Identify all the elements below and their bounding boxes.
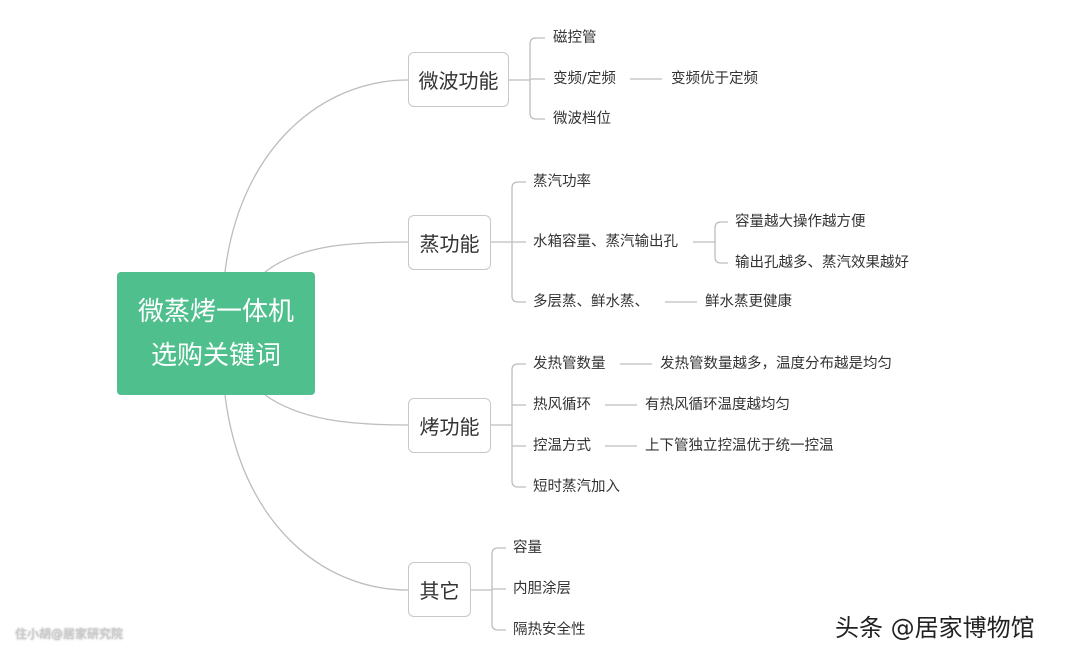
branch-bake[interactable]: 烤功能	[408, 398, 491, 453]
leaf-node[interactable]: 控温方式	[533, 438, 591, 454]
leaf-node[interactable]: 变频/定频	[553, 71, 616, 87]
leaf-node[interactable]: 发热管数量越多，温度分布越是均匀	[660, 356, 892, 372]
central-topic[interactable]: 微蒸烤一体机 选购关键词	[117, 272, 315, 395]
leaf-node[interactable]: 发热管数量	[533, 356, 606, 372]
leaf-node[interactable]: 有热风循环温度越均匀	[645, 397, 790, 413]
leaf-node[interactable]: 隔热安全性	[513, 622, 586, 638]
leaf-node[interactable]: 热风循环	[533, 397, 591, 413]
branch-other[interactable]: 其它	[408, 562, 471, 617]
leaf-node[interactable]: 多层蒸、鲜水蒸、	[533, 294, 649, 310]
signature: 头条 @居家博物馆	[835, 614, 1035, 642]
leaf-node[interactable]: 容量	[513, 540, 542, 556]
branch-microwave[interactable]: 微波功能	[408, 52, 509, 107]
leaf-node[interactable]: 蒸汽功率	[533, 174, 591, 190]
branch-steam[interactable]: 蒸功能	[408, 215, 491, 270]
leaf-node[interactable]: 短时蒸汽加入	[533, 479, 620, 495]
leaf-node[interactable]: 容量越大操作越方便	[735, 214, 866, 230]
leaf-node[interactable]: 水箱容量、蒸汽输出孔	[533, 234, 678, 250]
leaf-node[interactable]: 磁控管	[553, 30, 597, 46]
leaf-node[interactable]: 输出孔越多、蒸汽效果越好	[735, 255, 909, 271]
leaf-node[interactable]: 鲜水蒸更健康	[705, 294, 792, 310]
watermark: 住小胡@居家研究院	[15, 627, 124, 641]
central-topic-line1: 微蒸烤一体机	[137, 296, 294, 327]
leaf-node[interactable]: 内胆涂层	[513, 581, 571, 597]
leaf-node[interactable]: 上下管独立控温优于统一控温	[645, 438, 834, 454]
central-topic-line2: 选购关键词	[150, 340, 281, 371]
leaf-node[interactable]: 微波档位	[553, 111, 611, 127]
leaf-node[interactable]: 变频优于定频	[671, 71, 758, 87]
